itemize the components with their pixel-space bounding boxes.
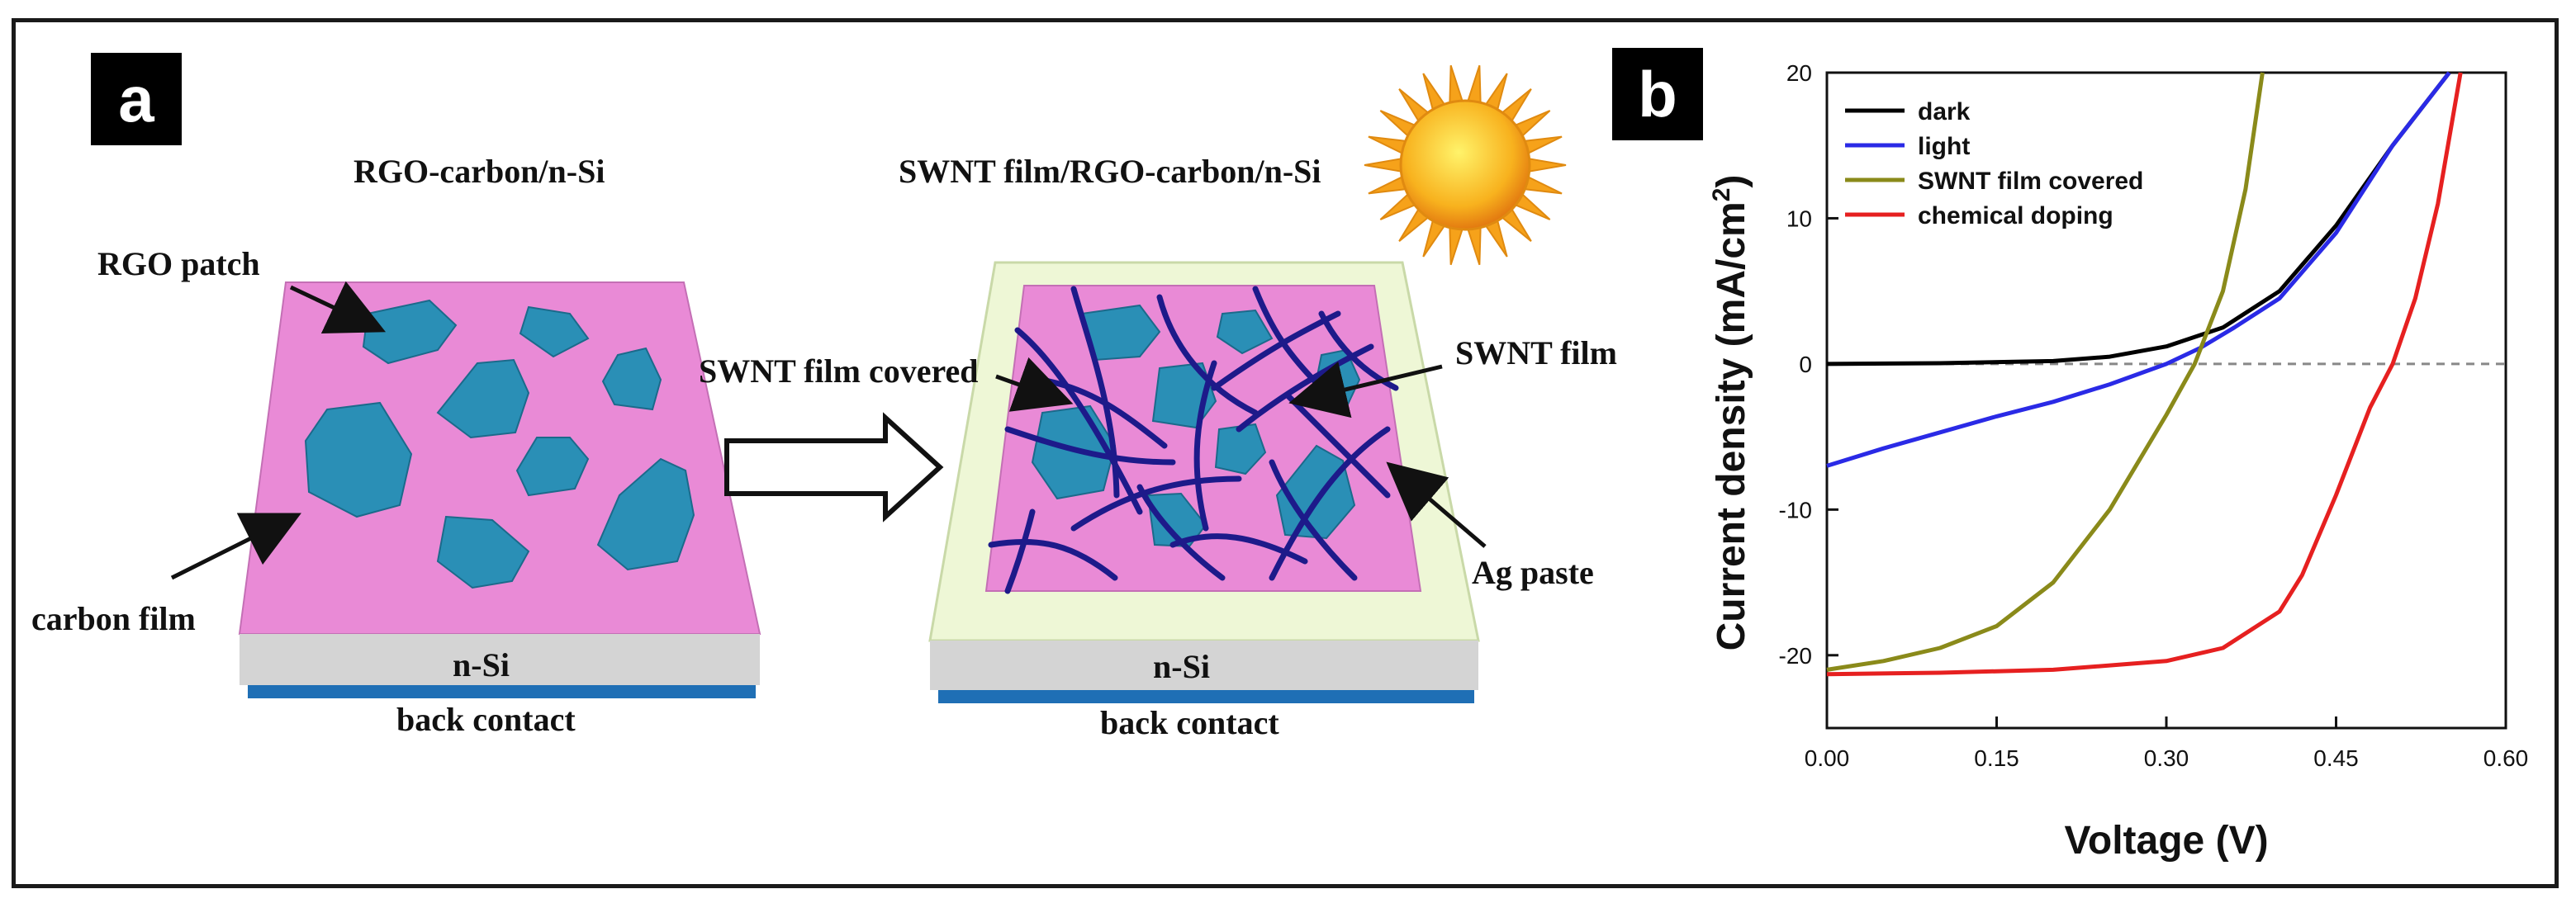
y-tick-label: -20 xyxy=(1779,643,1812,669)
carbon-film-label: carbon film xyxy=(31,600,196,637)
swnt-tube xyxy=(1070,286,1120,499)
swnt-tube xyxy=(1269,459,1358,581)
series-line-chemical-doping xyxy=(1826,72,2463,677)
swnt-tube xyxy=(1070,475,1242,532)
rgo-patch xyxy=(362,299,458,365)
x-tick-label: 0.15 xyxy=(1974,745,2019,771)
series-line-swnt-film-covered xyxy=(1826,72,2265,672)
left-device xyxy=(238,281,761,698)
swnt-tube xyxy=(988,538,1118,581)
x-tick-label: 0.60 xyxy=(2483,745,2529,771)
legend-label: light xyxy=(1918,133,1970,160)
y-axis-title: Current density (mA/cm2) xyxy=(1708,175,1753,651)
sun-icon xyxy=(1364,64,1567,266)
x-axis-title: Voltage (V) xyxy=(2064,819,2268,863)
right-nsi-layer xyxy=(930,641,1478,690)
panel-b-tag: b xyxy=(1612,48,1703,140)
rgo-patch xyxy=(304,401,413,518)
y-tick-label: 20 xyxy=(1786,60,1812,86)
right-device xyxy=(928,261,1480,703)
rgo-patch xyxy=(436,358,530,439)
series-line-light xyxy=(1826,71,2451,468)
x-tick-label: 0.30 xyxy=(2144,745,2189,771)
left-rgo-patches xyxy=(304,299,695,589)
y-tick-label: 0 xyxy=(1799,352,1812,377)
swnt-tube xyxy=(1193,360,1217,532)
left-nsi-layer xyxy=(240,634,760,685)
rgo-patch xyxy=(436,515,530,589)
legend-label: SWNT film covered xyxy=(1918,168,2143,195)
rgo-patch xyxy=(1275,444,1356,540)
x-tick-label: 0.45 xyxy=(2313,745,2359,771)
rgo-patch-arrow xyxy=(289,281,387,334)
n-si-label-right: n-Si xyxy=(1153,648,1210,685)
swnt-film-covered-arrow xyxy=(995,357,1074,412)
swnt-network xyxy=(988,286,1399,594)
n-si-label-left: n-Si xyxy=(453,646,510,683)
rgo-patch-label: RGO patch xyxy=(97,245,260,282)
x-tick-label: 0.00 xyxy=(1805,745,1850,771)
left-back-contact xyxy=(248,685,756,698)
rgo-patch xyxy=(1216,309,1274,355)
swnt-film-label: SWNT film xyxy=(1455,334,1617,371)
back-contact-label-right: back contact xyxy=(1100,704,1279,741)
figure-frame xyxy=(12,18,2559,888)
carbon-film-arrow xyxy=(170,513,301,580)
y-tick-label: 10 xyxy=(1786,206,1812,231)
legend-label: chemical doping xyxy=(1918,202,2113,229)
panel-a-tag: a xyxy=(91,53,182,145)
legend-label: dark xyxy=(1918,98,1971,125)
rgo-patch xyxy=(515,437,590,497)
ag-paste-label: Ag paste xyxy=(1472,554,1594,591)
rgo-patch xyxy=(601,347,662,411)
rgo-patch xyxy=(1214,423,1267,475)
swnt-tube xyxy=(1156,294,1259,416)
swnt-tube xyxy=(1004,426,1176,466)
swnt-film-covered-label: SWNT film covered xyxy=(699,352,979,390)
right-device-title: SWNT film/RGO-carbon/n-Si xyxy=(899,153,1321,190)
back-contact-label-left: back contact xyxy=(396,701,576,738)
swnt-tube xyxy=(1014,327,1143,515)
swnt-tube xyxy=(1004,508,1036,594)
left-device-title: RGO-carbon/n-Si xyxy=(353,153,605,190)
right-back-contact xyxy=(938,690,1474,703)
swnt-film-arrow xyxy=(1288,362,1443,419)
rgo-patch xyxy=(519,305,590,358)
y-tick-label: -10 xyxy=(1779,497,1812,523)
swnt-tube xyxy=(1136,484,1226,581)
rgo-patch xyxy=(596,457,695,571)
ag-paste-arrow xyxy=(1386,461,1487,548)
process-arrow xyxy=(724,412,944,523)
swnt-tube xyxy=(1169,533,1308,565)
